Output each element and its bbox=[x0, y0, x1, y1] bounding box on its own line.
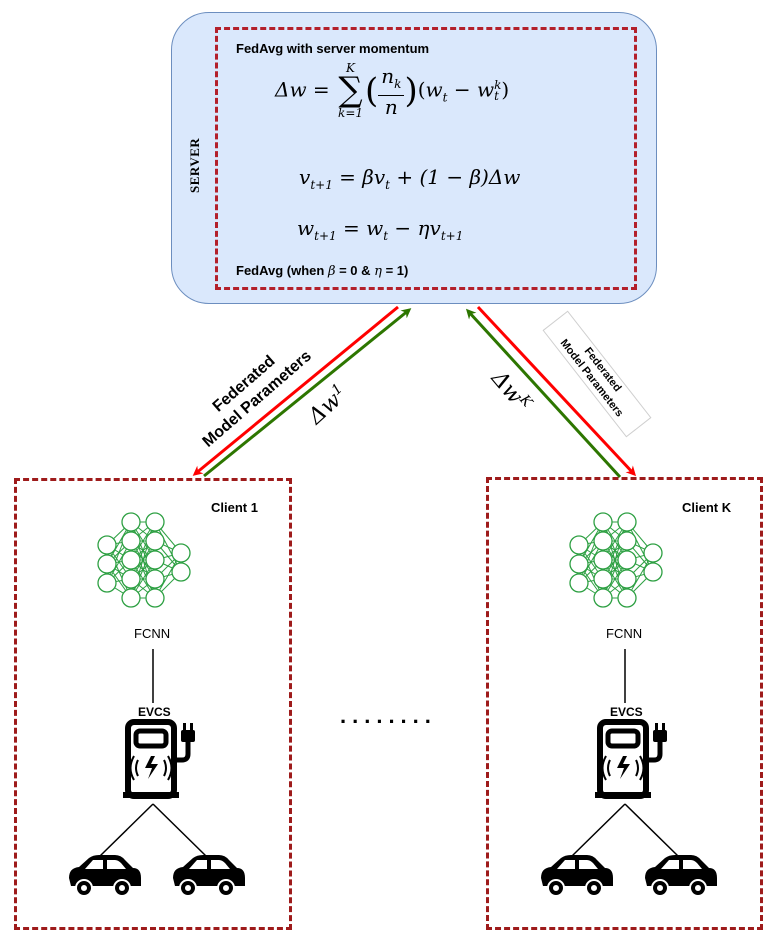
clientk-network bbox=[569, 512, 663, 608]
network-node bbox=[145, 512, 165, 532]
update-equation: wt+1 = wt − ηvt+1 bbox=[297, 216, 463, 243]
network-edge bbox=[602, 540, 628, 599]
eq2-rhs2: + (1 − β)Δw bbox=[390, 165, 521, 189]
network-node bbox=[121, 531, 141, 551]
network-node bbox=[145, 569, 165, 589]
client1-network bbox=[97, 512, 191, 608]
eq1-w-sub: t bbox=[442, 90, 448, 105]
network-edge bbox=[578, 521, 604, 584]
network-node bbox=[617, 588, 637, 608]
eq1-minus: − bbox=[447, 77, 477, 102]
client-k-model-label: FCNN bbox=[606, 626, 643, 641]
eq2-v-sub: t+1 bbox=[310, 178, 333, 192]
client-1-model-label: FCNN bbox=[134, 626, 171, 641]
server-box bbox=[171, 12, 657, 304]
arrow-server-to-client1 bbox=[192, 305, 399, 476]
car-icon bbox=[69, 855, 141, 897]
network-node bbox=[97, 554, 117, 574]
network-node bbox=[593, 531, 613, 551]
car-icon bbox=[541, 855, 613, 897]
network-node bbox=[617, 531, 637, 551]
eq1-w2: w bbox=[476, 77, 495, 102]
network-edge bbox=[130, 540, 156, 599]
client-k-station-label: EVCS bbox=[610, 705, 643, 719]
network-edge bbox=[130, 521, 156, 580]
car-icon bbox=[173, 855, 245, 897]
network-node bbox=[121, 512, 141, 532]
clientk-branch-right bbox=[624, 803, 679, 857]
eq3-w: w bbox=[297, 216, 315, 240]
server-label: SERVER bbox=[187, 137, 202, 193]
network-node bbox=[617, 512, 637, 532]
client-1-box bbox=[14, 478, 292, 930]
server-algorithm-frame bbox=[215, 27, 637, 290]
network-node bbox=[145, 531, 165, 551]
eq3-w-sub: t+1 bbox=[314, 229, 337, 243]
eq2-v: v bbox=[299, 165, 311, 189]
frac-denominator: n bbox=[384, 94, 398, 119]
eq1-w: w bbox=[425, 77, 443, 102]
network-node bbox=[145, 588, 165, 608]
network-node bbox=[593, 588, 613, 608]
eq2-rhs: = βv bbox=[332, 165, 386, 189]
momentum-equation: vt+1 = βvt + (1 − β)Δw bbox=[299, 165, 520, 192]
frac-numerator: n bbox=[381, 63, 395, 88]
network-edge bbox=[602, 521, 628, 580]
arrow-server-to-clientk bbox=[476, 305, 637, 477]
network-node bbox=[121, 588, 141, 608]
network-node bbox=[593, 512, 613, 532]
network-node bbox=[569, 573, 589, 593]
client-k-title: Client K bbox=[682, 500, 732, 515]
network-node bbox=[97, 535, 117, 555]
ellipsis-separator: ........ bbox=[340, 703, 437, 728]
network-node bbox=[121, 569, 141, 589]
frac-numerator-sub: k bbox=[394, 76, 402, 91]
eq1-w2-sub: t bbox=[494, 89, 499, 103]
network-node bbox=[171, 562, 191, 582]
car-icon bbox=[645, 855, 717, 897]
client1-branch-right bbox=[152, 803, 207, 857]
eq2-rhs-sub: t bbox=[385, 178, 390, 192]
sigma-symbol: ∑ bbox=[338, 70, 363, 110]
eq3-rhs-sub: t bbox=[383, 229, 389, 243]
arrow-clientk-to-server bbox=[465, 308, 622, 479]
eq1-w2-sup: k bbox=[494, 78, 502, 92]
client-1-title: Client 1 bbox=[211, 500, 258, 515]
eq3-rhs-sub2: t+1 bbox=[440, 229, 464, 243]
eq1-lhs: Δw = bbox=[275, 77, 330, 102]
network-node bbox=[643, 543, 663, 563]
client1-charger-icon bbox=[123, 719, 195, 799]
fedavg-momentum-title: FedAvg with server momentum bbox=[236, 41, 430, 56]
network-node bbox=[593, 550, 613, 570]
network-node bbox=[569, 554, 589, 574]
fedavg-note: FedAvg (when β = 0 & η = 1) bbox=[236, 263, 409, 279]
network-node bbox=[171, 543, 191, 563]
network-node bbox=[569, 535, 589, 555]
client1-branch-left bbox=[99, 803, 154, 857]
eq3-rhs: = w bbox=[336, 216, 384, 240]
eq3-rhs2: − ηv bbox=[388, 216, 441, 240]
client-k-box bbox=[486, 477, 763, 930]
network-node bbox=[617, 550, 637, 570]
network-node bbox=[97, 573, 117, 593]
clientk-branch-left bbox=[571, 803, 626, 857]
network-node bbox=[643, 562, 663, 582]
summation: K ∑ k=1 bbox=[338, 62, 363, 120]
network-edge bbox=[106, 521, 132, 584]
arrow-client1-to-server bbox=[203, 308, 412, 478]
network-node bbox=[121, 550, 141, 570]
sum-lower-limit: k=1 bbox=[338, 106, 364, 120]
network-node bbox=[617, 569, 637, 589]
sum-upper-limit: K bbox=[346, 61, 356, 75]
network-node bbox=[145, 550, 165, 570]
clientk-charger-icon bbox=[595, 719, 667, 799]
client-1-station-label: EVCS bbox=[138, 705, 171, 719]
network-node bbox=[593, 569, 613, 589]
